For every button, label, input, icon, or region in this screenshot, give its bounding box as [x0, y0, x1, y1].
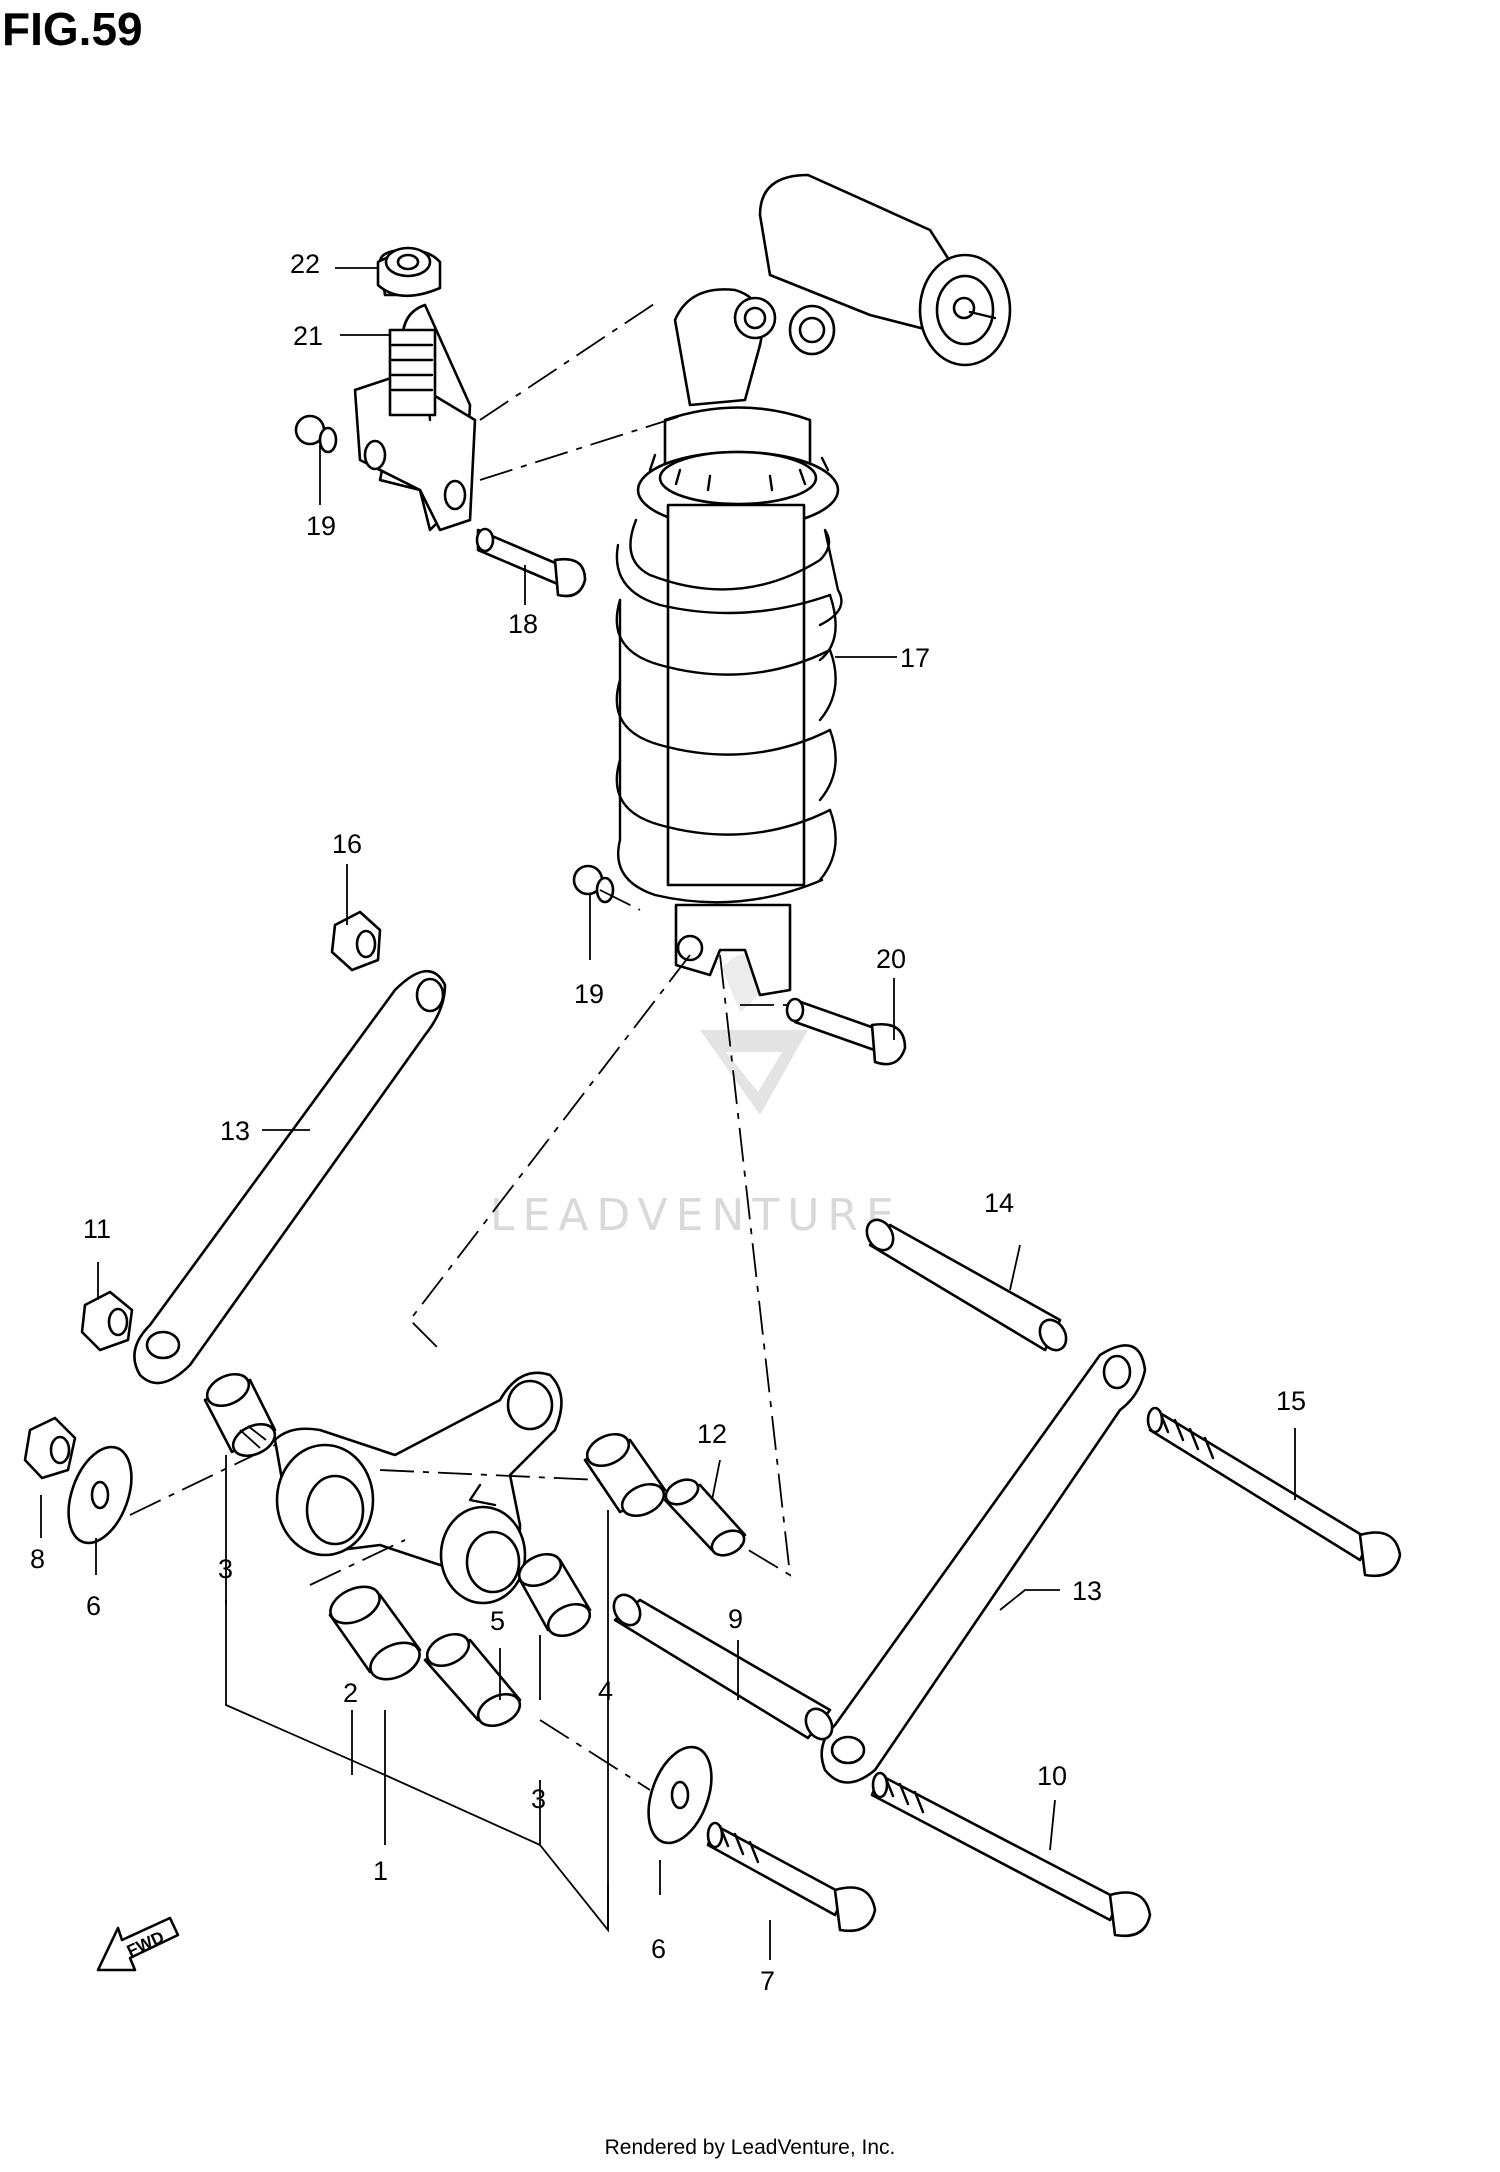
callout-labels: 22 21 19 18 17 16 19 20 13 11 14 15 12 1…: [30, 249, 1306, 1996]
callout-19-lower: 19: [574, 979, 604, 1009]
upper-mount-parts: [294, 246, 907, 1066]
callout-20: 20: [876, 944, 906, 974]
callout-22: 22: [290, 249, 320, 279]
callout-17: 17: [900, 643, 930, 673]
callout-13-lower: 13: [1072, 1576, 1102, 1606]
callout-14: 14: [984, 1188, 1014, 1218]
bearings-and-spacers: [203, 1372, 747, 1728]
watermark-text: LEADVENTURE: [490, 1190, 902, 1241]
callout-12: 12: [697, 1419, 727, 1449]
figure-title: FIG.59: [2, 3, 143, 55]
callout-13-upper: 13: [220, 1116, 250, 1146]
callout-15: 15: [1276, 1386, 1306, 1416]
leadventure-watermark: LEADVENTURE: [490, 954, 902, 1241]
callout-11: 11: [83, 1214, 111, 1244]
callout-19-upper: 19: [306, 511, 336, 541]
callout-2: 2: [343, 1678, 358, 1708]
callout-3-right: 3: [531, 1784, 546, 1814]
bolts: [706, 1406, 1402, 1938]
callout-21: 21: [293, 321, 323, 351]
cushion-lever: [273, 1371, 563, 1605]
callout-7: 7: [760, 1966, 775, 1996]
callout-6-left: 6: [86, 1591, 101, 1621]
callout-4: 4: [598, 1676, 613, 1706]
callout-9: 9: [728, 1604, 743, 1634]
callout-10: 10: [1037, 1761, 1067, 1791]
assembly-lines: [129, 299, 792, 1791]
callout-1: 1: [373, 1856, 388, 1886]
footer-credit: Rendered by LeadVenture, Inc.: [604, 2136, 896, 2159]
callout-3-left: 3: [218, 1554, 233, 1584]
forward-direction-arrow: FWD: [96, 1916, 180, 1972]
callout-5: 5: [490, 1606, 505, 1636]
pipes: [612, 1218, 1068, 1741]
callout-6-right: 6: [651, 1934, 666, 1964]
nuts-and-washers: [23, 910, 713, 1845]
cushion-rods: [133, 969, 1147, 1784]
rear-shock-absorber: [615, 173, 1012, 997]
callout-16: 16: [332, 829, 362, 859]
callout-18: 18: [508, 609, 538, 639]
callout-8: 8: [30, 1544, 45, 1574]
leader-lines: [40, 267, 1296, 1960]
